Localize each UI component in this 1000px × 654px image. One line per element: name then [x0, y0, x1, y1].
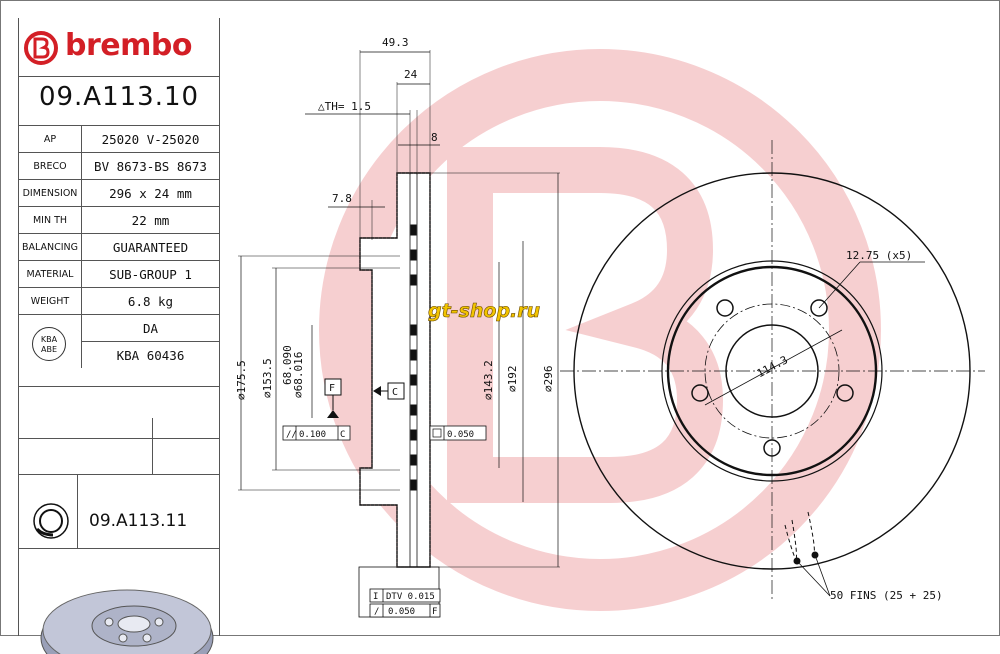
dim-d68b: ⌀68.016 [292, 352, 305, 398]
dtv-frame: I DTV 0.015 / 0.050 F [358, 566, 441, 618]
datum-c: C [373, 382, 405, 400]
superseded-part-number: 09.A113.11 [89, 511, 188, 531]
spec-row: DA [19, 314, 219, 368]
dim-d143: ⌀143.2 [482, 360, 495, 400]
dim-d153: ⌀153.5 [261, 358, 274, 398]
disc-section-view [238, 50, 560, 568]
disc-front-view [560, 140, 985, 600]
dim-slot: 8 [431, 131, 438, 144]
dim-th-tolerance: △TH= 1.5 [318, 100, 371, 113]
disc-photo [40, 589, 214, 654]
svg-text:/: / [374, 607, 379, 617]
svg-text:F: F [329, 383, 335, 394]
brand-name: brembo [65, 28, 192, 63]
bolt-hole [810, 299, 828, 317]
svg-text://: // [286, 430, 297, 440]
brand-header: brembo [19, 18, 219, 76]
svg-text:C: C [392, 387, 398, 398]
dim-d68a: 68.090 [281, 345, 294, 385]
technical-drawing: 12.75 (x5) 114.3 50 FINS (25 + 25) [235, 36, 985, 618]
dim-overall-width: 49.3 [382, 36, 409, 49]
svg-text:DTV 0.015: DTV 0.015 [386, 592, 435, 602]
dim-offset: 7.8 [332, 192, 352, 205]
part-number: 09.A113.10 [38, 82, 200, 112]
bolt-hole [716, 299, 734, 317]
fins-label: 50 FINS (25 + 25) [830, 589, 943, 602]
svg-text:F: F [432, 607, 437, 617]
svg-text:0.100: 0.100 [299, 430, 326, 440]
dim-d175: ⌀175.5 [235, 360, 248, 400]
bolt-hole [691, 384, 709, 402]
pcd-label: 114.3 [755, 353, 790, 380]
flatness-frame: 0.050 [429, 425, 487, 441]
bolt-holes-label: 12.75 (x5) [846, 249, 912, 262]
dim-d192: ⌀192 [506, 366, 519, 393]
dim-disc-thickness: 24 [404, 68, 418, 81]
svg-text:C: C [340, 430, 345, 440]
shop-watermark: gt-shop.ru [428, 300, 541, 323]
dim-d296: ⌀296 [542, 366, 555, 393]
brembo-logo-icon [24, 31, 58, 65]
svg-text:0.050: 0.050 [388, 607, 415, 617]
datum-f: F [324, 378, 342, 418]
brembo-watermark-logo [319, 49, 881, 611]
supersession-icon [33, 503, 69, 539]
svg-text:I: I [373, 592, 378, 602]
bolt-hole [836, 384, 854, 402]
parallelism-frame: // 0.100 C [282, 425, 351, 441]
svg-text:0.050: 0.050 [447, 430, 474, 440]
spec-row: KBA 60436 [19, 341, 219, 368]
